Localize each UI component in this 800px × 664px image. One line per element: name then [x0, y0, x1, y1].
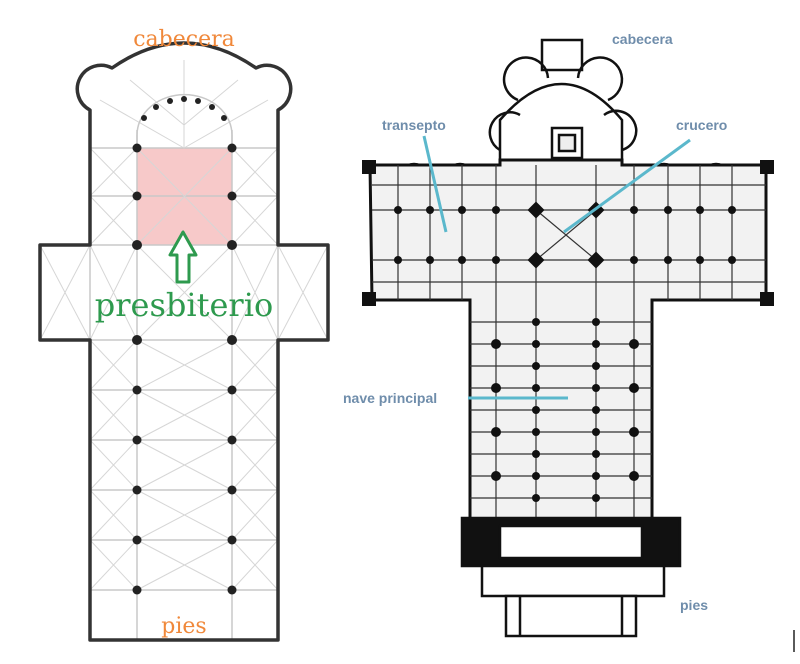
left-church-plan: cabecera presbiterio pies — [38, 27, 330, 642]
right-cabecera-label: cabecera — [612, 31, 673, 47]
transept-grid — [372, 165, 766, 300]
left-plan-outer-wall — [38, 41, 330, 642]
presbiterio-label: presbiterio — [95, 286, 273, 324]
presbiterio-arrow-icon — [168, 230, 198, 284]
nave-principal-label: nave principal — [343, 390, 437, 406]
left-bottom-label: pies — [161, 614, 206, 639]
apse-inner-arc — [136, 93, 233, 148]
left-top-label: cabecera — [133, 27, 235, 52]
transepto-label: transepto — [382, 117, 446, 133]
left-plan-pillars — [132, 96, 237, 595]
right-pies-label: pies — [680, 597, 708, 613]
crucero-label: crucero — [676, 117, 727, 133]
right-church-plan: cabecera transepto crucero nave principa… — [343, 31, 774, 638]
label-leader-lines — [422, 135, 691, 400]
left-plan-vaults — [39, 60, 329, 591]
cathedral-pillars — [362, 160, 774, 502]
cathedral-facade — [460, 516, 682, 638]
apse-chapels — [488, 38, 638, 160]
